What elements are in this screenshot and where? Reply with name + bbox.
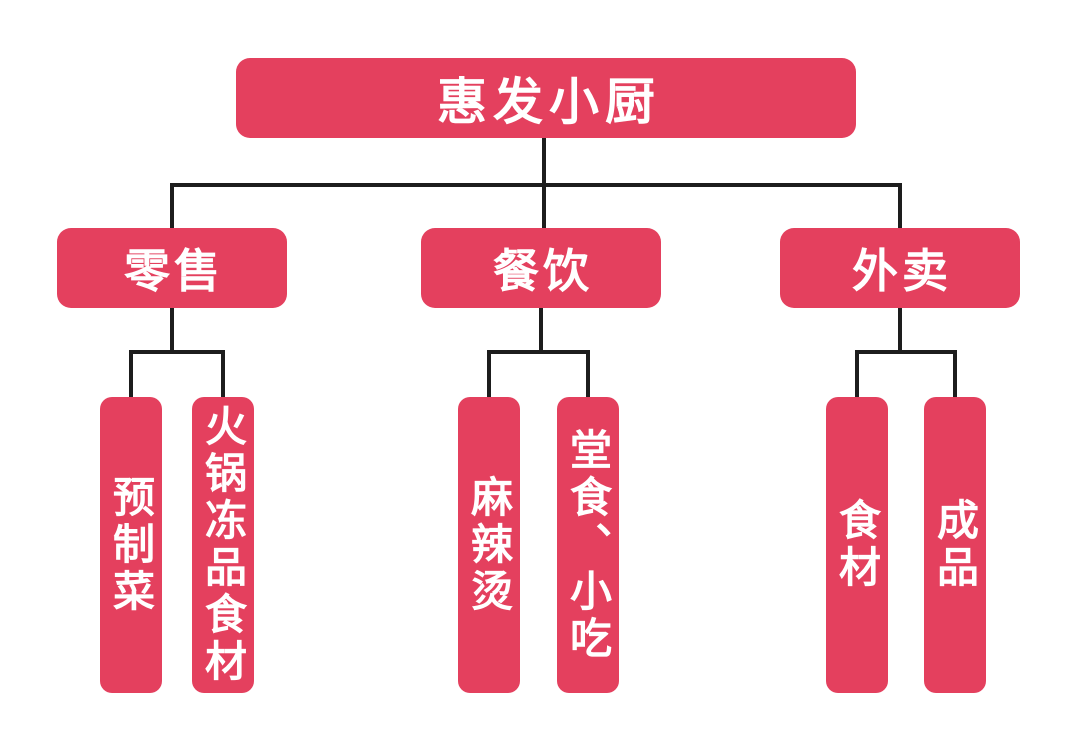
node-leaf-dinein-snacks: 堂食、小吃 <box>557 397 619 693</box>
connector-dining-stem <box>539 308 543 354</box>
node-leaf-ingredients: 食材 <box>826 397 888 693</box>
node-branch-retail: 零售 <box>57 228 287 308</box>
connector-drop-dining <box>542 183 546 228</box>
node-leaf-malatang: 麻辣烫 <box>458 397 520 693</box>
connector-retail-stem <box>170 308 174 354</box>
connector-retail-drop-1 <box>129 350 133 398</box>
connector-dining-drop-2 <box>586 350 590 398</box>
node-leaf-premade-dishes: 预制菜 <box>100 397 162 693</box>
connector-drop-takeout <box>898 183 902 228</box>
node-leaf-finished-products: 成品 <box>924 397 986 693</box>
connector-drop-retail <box>170 183 174 228</box>
connector-root-stem <box>542 138 546 187</box>
node-branch-dining: 餐饮 <box>421 228 661 308</box>
connector-retail-horizontal <box>129 350 225 354</box>
connector-main-horizontal <box>170 183 902 187</box>
connector-takeout-horizontal <box>855 350 957 354</box>
node-branch-takeout: 外卖 <box>780 228 1020 308</box>
connector-takeout-drop-2 <box>953 350 957 398</box>
connector-dining-horizontal <box>487 350 590 354</box>
connector-retail-drop-2 <box>221 350 225 398</box>
node-leaf-hotpot-frozen-ingredients: 火锅冻品食材 <box>192 397 254 693</box>
node-root: 惠发小厨 <box>236 58 856 138</box>
connector-dining-drop-1 <box>487 350 491 398</box>
connector-takeout-drop-1 <box>855 350 859 398</box>
connector-takeout-stem <box>898 308 902 354</box>
